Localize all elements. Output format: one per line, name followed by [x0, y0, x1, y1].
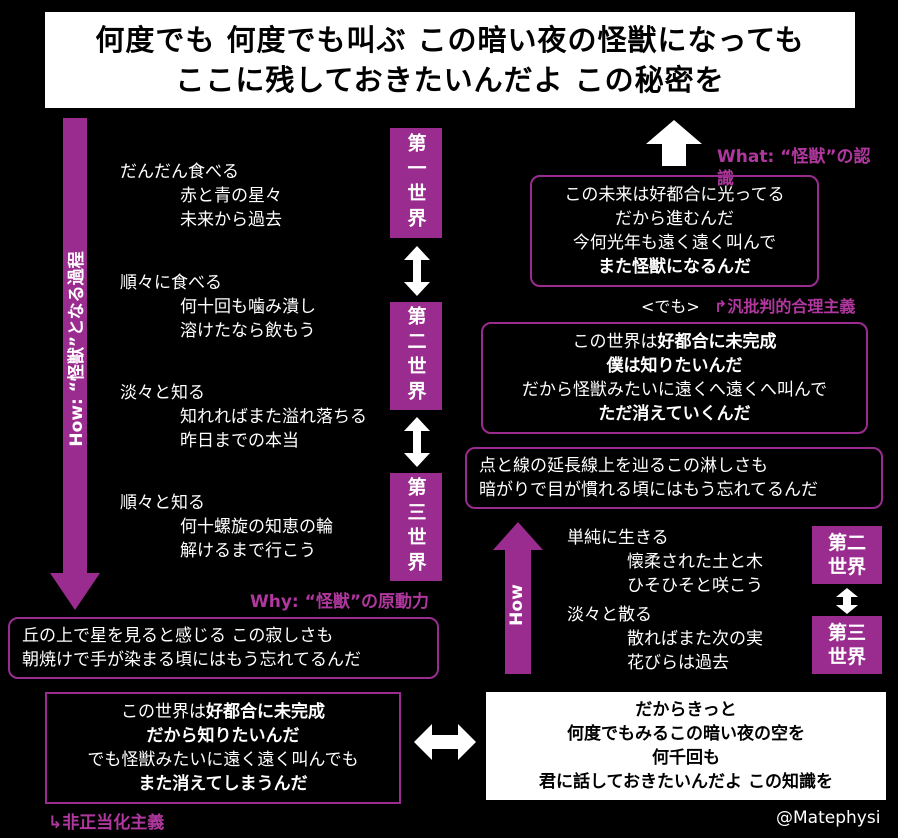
dots-line-2: 暗がりで目が慣れる頃にはもう忘れてるんだ: [479, 480, 818, 500]
world-3-block: 第三世界: [390, 473, 442, 581]
right-stanza-2-line-1: 淡々と散る: [567, 605, 652, 625]
bottom-left-line-3: でも怪獣みたいに遠く遠く叫んでも: [87, 750, 359, 770]
title-box: 何度でも 何度でも叫ぶ この暗い夜の怪獣になっても ここに残しておきたいんだよ …: [45, 12, 855, 108]
stanza-1-line-3: 未来から過去: [180, 210, 282, 230]
stanza-1-line-2: 赤と青の星々: [180, 186, 282, 206]
future-line-2: だから進むんだ: [615, 209, 734, 229]
stanza-2-line-3: 溶けたなら飲もう: [180, 321, 316, 341]
critical-rationalism-label: ↱汎批判的合理主義: [714, 297, 856, 316]
stanza-3-line-3: 昨日までの本当: [180, 431, 299, 451]
how-right-label: How: [507, 584, 527, 626]
how-up-arrow: [493, 522, 543, 678]
stanza-3-line-2: 知れればまた溢れ落ちる: [180, 407, 367, 427]
double-arrow-vertical-icon: [404, 417, 430, 471]
stanza-1: だんだん食べる 赤と青の星々 未来から過去: [120, 160, 282, 232]
up-arrow-icon: [646, 120, 702, 170]
stanza-2: 順々に食べる 何十回も噛み潰し 溶けたなら飲もう: [120, 271, 316, 343]
bottom-left-box: この世界は好都合に未完成 だから知りたいんだ でも怪獣みたいに遠く遠く叫んでも …: [45, 692, 401, 804]
bottom-right-box: だからきっと 何度でもみるこの暗い夜の空を 何千回も 君に話しておきたいんだよ …: [486, 692, 886, 800]
bottom-left-line-2: だから知りたいんだ: [146, 726, 300, 746]
right-stanza-1-line-1: 単純に生きる: [567, 528, 669, 548]
future-line-1: この未来は好都合に光ってる: [564, 185, 785, 205]
world-1-block: 第一世界: [390, 128, 442, 238]
stanza-2-line-2: 何十回も噛み潰し: [180, 297, 316, 317]
stanza-3-line-1: 淡々と知る: [120, 383, 205, 403]
right-stanza-1-line-2: 懐柔された土と木: [627, 552, 763, 572]
why-label: Why: “怪獣”の原動力: [250, 592, 429, 612]
bottom-left-line-1: この世界は好都合に未完成: [121, 702, 325, 722]
right-stanza-1: 単純に生きる 懐柔された土と木 ひそひそと咲こう: [567, 526, 763, 598]
bottom-right-line-1: だからきっと: [635, 700, 737, 720]
incomplete-line-2: 僕は知りたいんだ: [606, 356, 743, 376]
incomplete-line-3: だから怪獣みたいに遠くへ遠くへ叫んで: [521, 380, 828, 400]
demo-label: <でも>: [641, 297, 700, 316]
double-arrow-vertical-icon: [836, 588, 858, 618]
incomplete-line-4: ただ消えていくんだ: [598, 404, 751, 424]
non-justificationism-label: ↳非正当化主義: [48, 813, 165, 833]
bottom-right-line-4: 君に話しておきたいんだよ この知識を: [539, 772, 833, 792]
bottom-right-line-2: 何度でもみるこの暗い夜の空を: [567, 724, 805, 744]
dots-line-1: 点と線の延長線上を辿るこの淋しさも: [479, 456, 768, 476]
title-line-2: ここに残しておきたいんだよ この秘密を: [175, 63, 725, 97]
stanza-4-line-1: 順々と知る: [120, 493, 205, 513]
double-arrow-horizontal-icon: [414, 724, 476, 764]
stanza-2-line-1: 順々に食べる: [120, 273, 222, 293]
hill-line-1: 丘の上で星を見ると感じる この寂しさも: [22, 626, 334, 646]
dots-lines-box: 点と線の延長線上を辿るこの淋しさも 暗がりで目が慣れる頃にはもう忘れてるんだ: [465, 447, 883, 509]
how-down-arrow: [50, 118, 100, 610]
stanza-4: 順々と知る 何十螺旋の知恵の輪 解けるまで行こう: [120, 491, 333, 563]
stanza-4-line-3: 解けるまで行こう: [180, 541, 316, 561]
bottom-left-line-4: また消えてしまうんだ: [138, 774, 308, 794]
hill-line-2: 朝焼けで手が染まる頃にはもう忘れてるんだ: [22, 650, 361, 670]
right-stanza-2: 淡々と散る 散ればまた次の実 花びらは過去: [567, 603, 763, 675]
incomplete-world-box: この世界は好都合に未完成 僕は知りたいんだ だから怪獣みたいに遠くへ遠くへ叫んで…: [481, 322, 868, 434]
how-left-label: How: “怪獣”となる過程: [67, 251, 87, 447]
stanza-4-line-2: 何十螺旋の知恵の輪: [180, 517, 333, 537]
future-line-4: また怪獣になるんだ: [598, 257, 751, 277]
stanza-1-line-1: だんだん食べる: [120, 162, 239, 182]
what-label: What: “怪獣”の認識: [717, 147, 871, 189]
credit-label: @Matephysi: [776, 808, 881, 828]
right-stanza-2-line-3: 花びらは過去: [627, 653, 729, 673]
incomplete-line-1: この世界は好都合に未完成: [572, 332, 777, 352]
world-2-block: 第二世界: [390, 302, 442, 410]
bottom-right-line-3: 何千回も: [652, 748, 720, 768]
future-line-3: 今何光年も遠く遠く叫んで: [572, 233, 777, 253]
double-arrow-vertical-icon: [404, 246, 430, 300]
future-box: この未来は好都合に光ってる だから進むんだ 今何光年も遠く遠く叫んで また怪獣に…: [530, 175, 819, 287]
title-line-1: 何度でも 何度でも叫ぶ この暗い夜の怪獣になっても: [95, 23, 805, 57]
right-stanza-1-line-3: ひそひそと咲こう: [627, 576, 763, 596]
stanza-3: 淡々と知る 知れればまた溢れ落ちる 昨日までの本当: [120, 381, 367, 453]
world-2-right-block: 第二 世界: [812, 526, 882, 584]
world-3-right-block: 第三 世界: [812, 616, 882, 674]
right-stanza-2-line-2: 散ればまた次の実: [627, 629, 763, 649]
hill-box: 丘の上で星を見ると感じる この寂しさも 朝焼けで手が染まる頃にはもう忘れてるんだ: [8, 617, 439, 679]
